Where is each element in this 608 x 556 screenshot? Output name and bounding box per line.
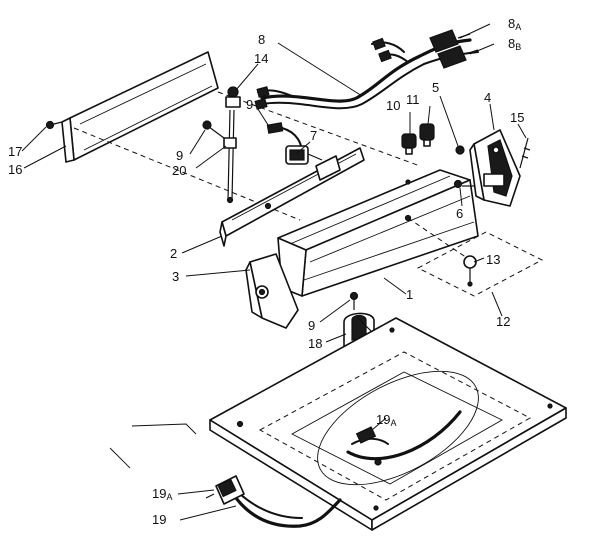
part-labels: 17 16 8 8A 8B 14 9 7 9 20 10 11 5 4 15 6… [8, 16, 524, 527]
label-8a: 8A [508, 16, 521, 32]
mounting-bracket-2 [219, 147, 365, 247]
knob-10 [401, 133, 417, 155]
label-12: 12 [496, 314, 510, 329]
screw-9-left [202, 120, 225, 139]
label-20: 20 [172, 163, 186, 178]
label-9-middle: 9 [308, 318, 315, 333]
end-cap-3 [245, 253, 299, 329]
label-5: 5 [432, 80, 439, 95]
label-10: 10 [386, 98, 400, 113]
back-panel [61, 51, 219, 163]
label-19: 19 [152, 512, 166, 527]
knob-5 [455, 145, 465, 155]
knob-11 [419, 123, 435, 147]
rod-20 [223, 109, 237, 204]
label-11: 11 [406, 92, 420, 107]
label-1: 1 [406, 287, 413, 302]
label-9-left: 9 [176, 148, 183, 163]
mounting-plate-12 [416, 231, 544, 297]
label-2: 2 [170, 246, 177, 261]
label-9-top: 9 [246, 97, 253, 112]
label-18: 18 [308, 336, 322, 351]
console-panel-1 [277, 169, 479, 297]
label-16: 16 [8, 162, 22, 177]
label-3: 3 [172, 269, 179, 284]
wire-harness [254, 29, 479, 155]
label-4: 4 [484, 90, 491, 105]
label-8: 8 [258, 32, 265, 47]
label-14: 14 [254, 51, 268, 66]
label-17: 17 [8, 144, 22, 159]
screw-17 [45, 120, 63, 130]
label-19a-tub: 19A [376, 412, 396, 428]
label-7: 7 [310, 128, 317, 143]
label-13: 13 [486, 252, 500, 267]
label-19a-cord: 19A [152, 486, 172, 502]
screw-15 [519, 137, 531, 169]
label-15: 15 [510, 110, 524, 125]
leader-lines [21, 23, 527, 521]
label-8b: 8B [508, 36, 521, 52]
end-cap-4 [469, 129, 521, 207]
screw-9-middle [349, 291, 359, 310]
fastener-6 [453, 179, 474, 189]
timer-switch-7 [285, 145, 323, 165]
power-cord-19 [205, 475, 342, 528]
label-6: 6 [456, 206, 463, 221]
cabinet-top [209, 317, 567, 531]
lamp-socket-14 [225, 86, 241, 108]
